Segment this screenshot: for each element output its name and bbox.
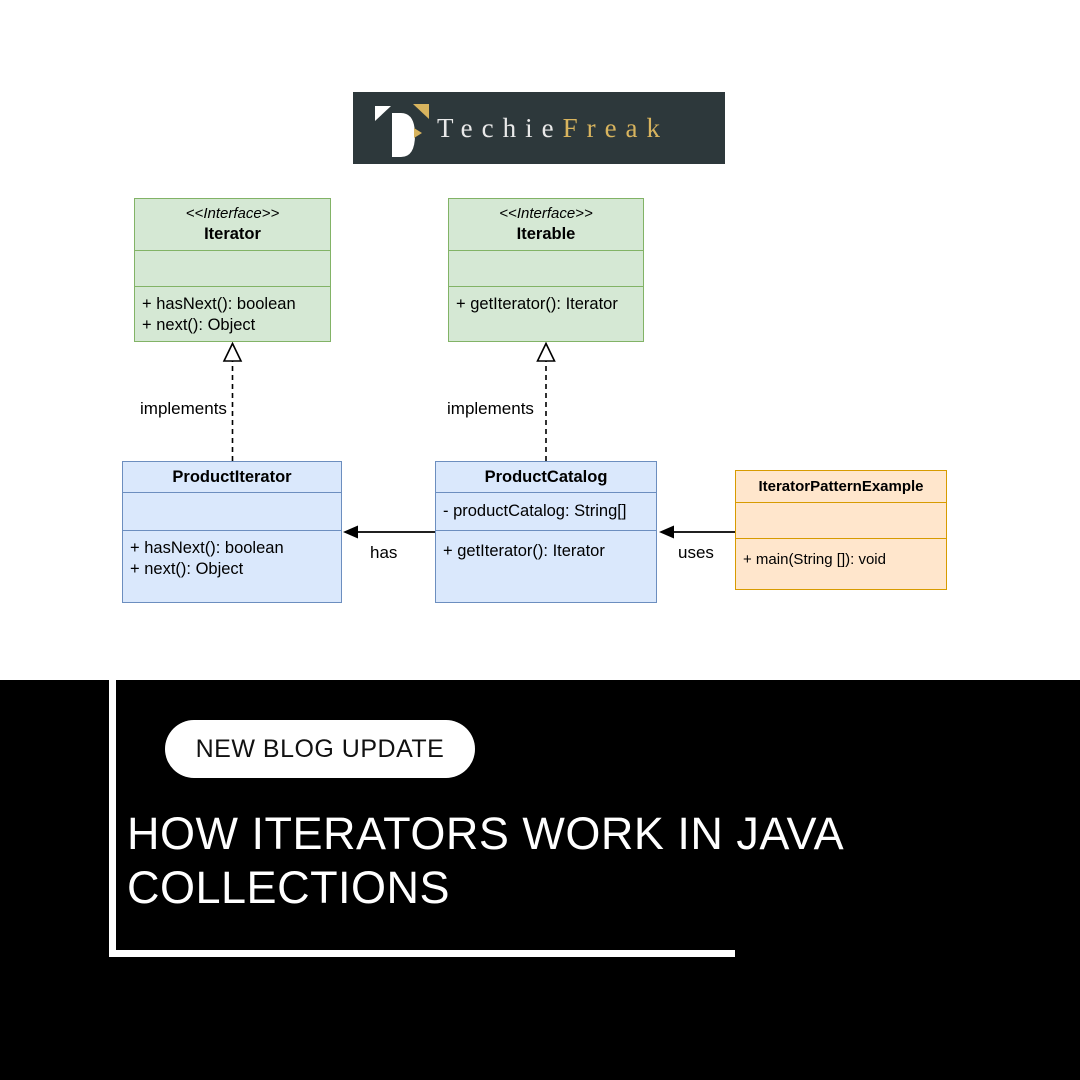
attributes-section-empty (123, 493, 341, 531)
methods-section: + main(String []): void (736, 539, 946, 589)
techiefreak-logo-icon (375, 104, 429, 157)
class-header: <<Interface>> Iterable (449, 199, 643, 251)
method-label: + next(): Object (130, 560, 244, 578)
attributes-section: - productCatalog: String[] (436, 493, 656, 531)
brand-name-first: Techie (437, 112, 563, 143)
class-header: <<Interface>> Iterator (135, 199, 330, 251)
edge-implements-right (536, 341, 556, 461)
attributes-section-empty (736, 503, 946, 539)
stereotype-label: <<Interface>> (499, 205, 593, 222)
methods-section: + getIterator(): Iterator (436, 531, 656, 602)
method-label: + main(String []): void (743, 551, 886, 568)
accent-line-vertical (109, 680, 116, 957)
brand-name-second: Freak (562, 112, 670, 143)
new-blog-update-badge: NEW BLOG UPDATE (165, 720, 475, 778)
class-name: IteratorPatternExample (736, 471, 946, 503)
class-box-product-iterator: ProductIterator + hasNext(): boolean + n… (122, 461, 342, 603)
attributes-section-empty (449, 251, 643, 287)
class-name: ProductCatalog (436, 462, 656, 493)
class-box-product-catalog: ProductCatalog - productCatalog: String[… (435, 461, 657, 603)
class-name: Iterable (516, 225, 576, 243)
class-box-iterator: <<Interface>> Iterator + hasNext(): bool… (134, 198, 331, 342)
method-label: + getIterator(): Iterator (443, 542, 605, 560)
methods-section: + hasNext(): boolean + next(): Object (135, 287, 330, 341)
class-box-iterator-pattern-example: IteratorPatternExample + main(String [])… (735, 470, 947, 590)
edge-uses (659, 525, 735, 539)
class-name: ProductIterator (123, 462, 341, 493)
methods-section: + hasNext(): boolean + next(): Object (123, 531, 341, 602)
attributes-section-empty (135, 251, 330, 287)
method-label: + getIterator(): Iterator (456, 295, 618, 313)
class-box-iterable: <<Interface>> Iterable + getIterator(): … (448, 198, 644, 342)
blog-title: HOW ITERATORS WORK IN JAVA COLLECTIONS (127, 808, 842, 913)
edge-label-implements-right: implements (447, 399, 534, 418)
stereotype-label: <<Interface>> (185, 205, 280, 222)
edge-has (343, 525, 435, 539)
edge-label-has: has (370, 543, 398, 562)
class-name: Iterator (204, 225, 261, 243)
edge-label-implements-left: implements (140, 399, 227, 418)
method-label: + hasNext(): boolean (142, 295, 296, 313)
method-label: + next(): Object (142, 316, 256, 334)
method-label: + hasNext(): boolean (130, 539, 284, 557)
accent-line-horizontal (109, 950, 735, 957)
edge-label-uses: uses (678, 543, 714, 562)
attribute-label: - productCatalog: String[] (443, 502, 627, 520)
methods-section: + getIterator(): Iterator (449, 287, 643, 341)
